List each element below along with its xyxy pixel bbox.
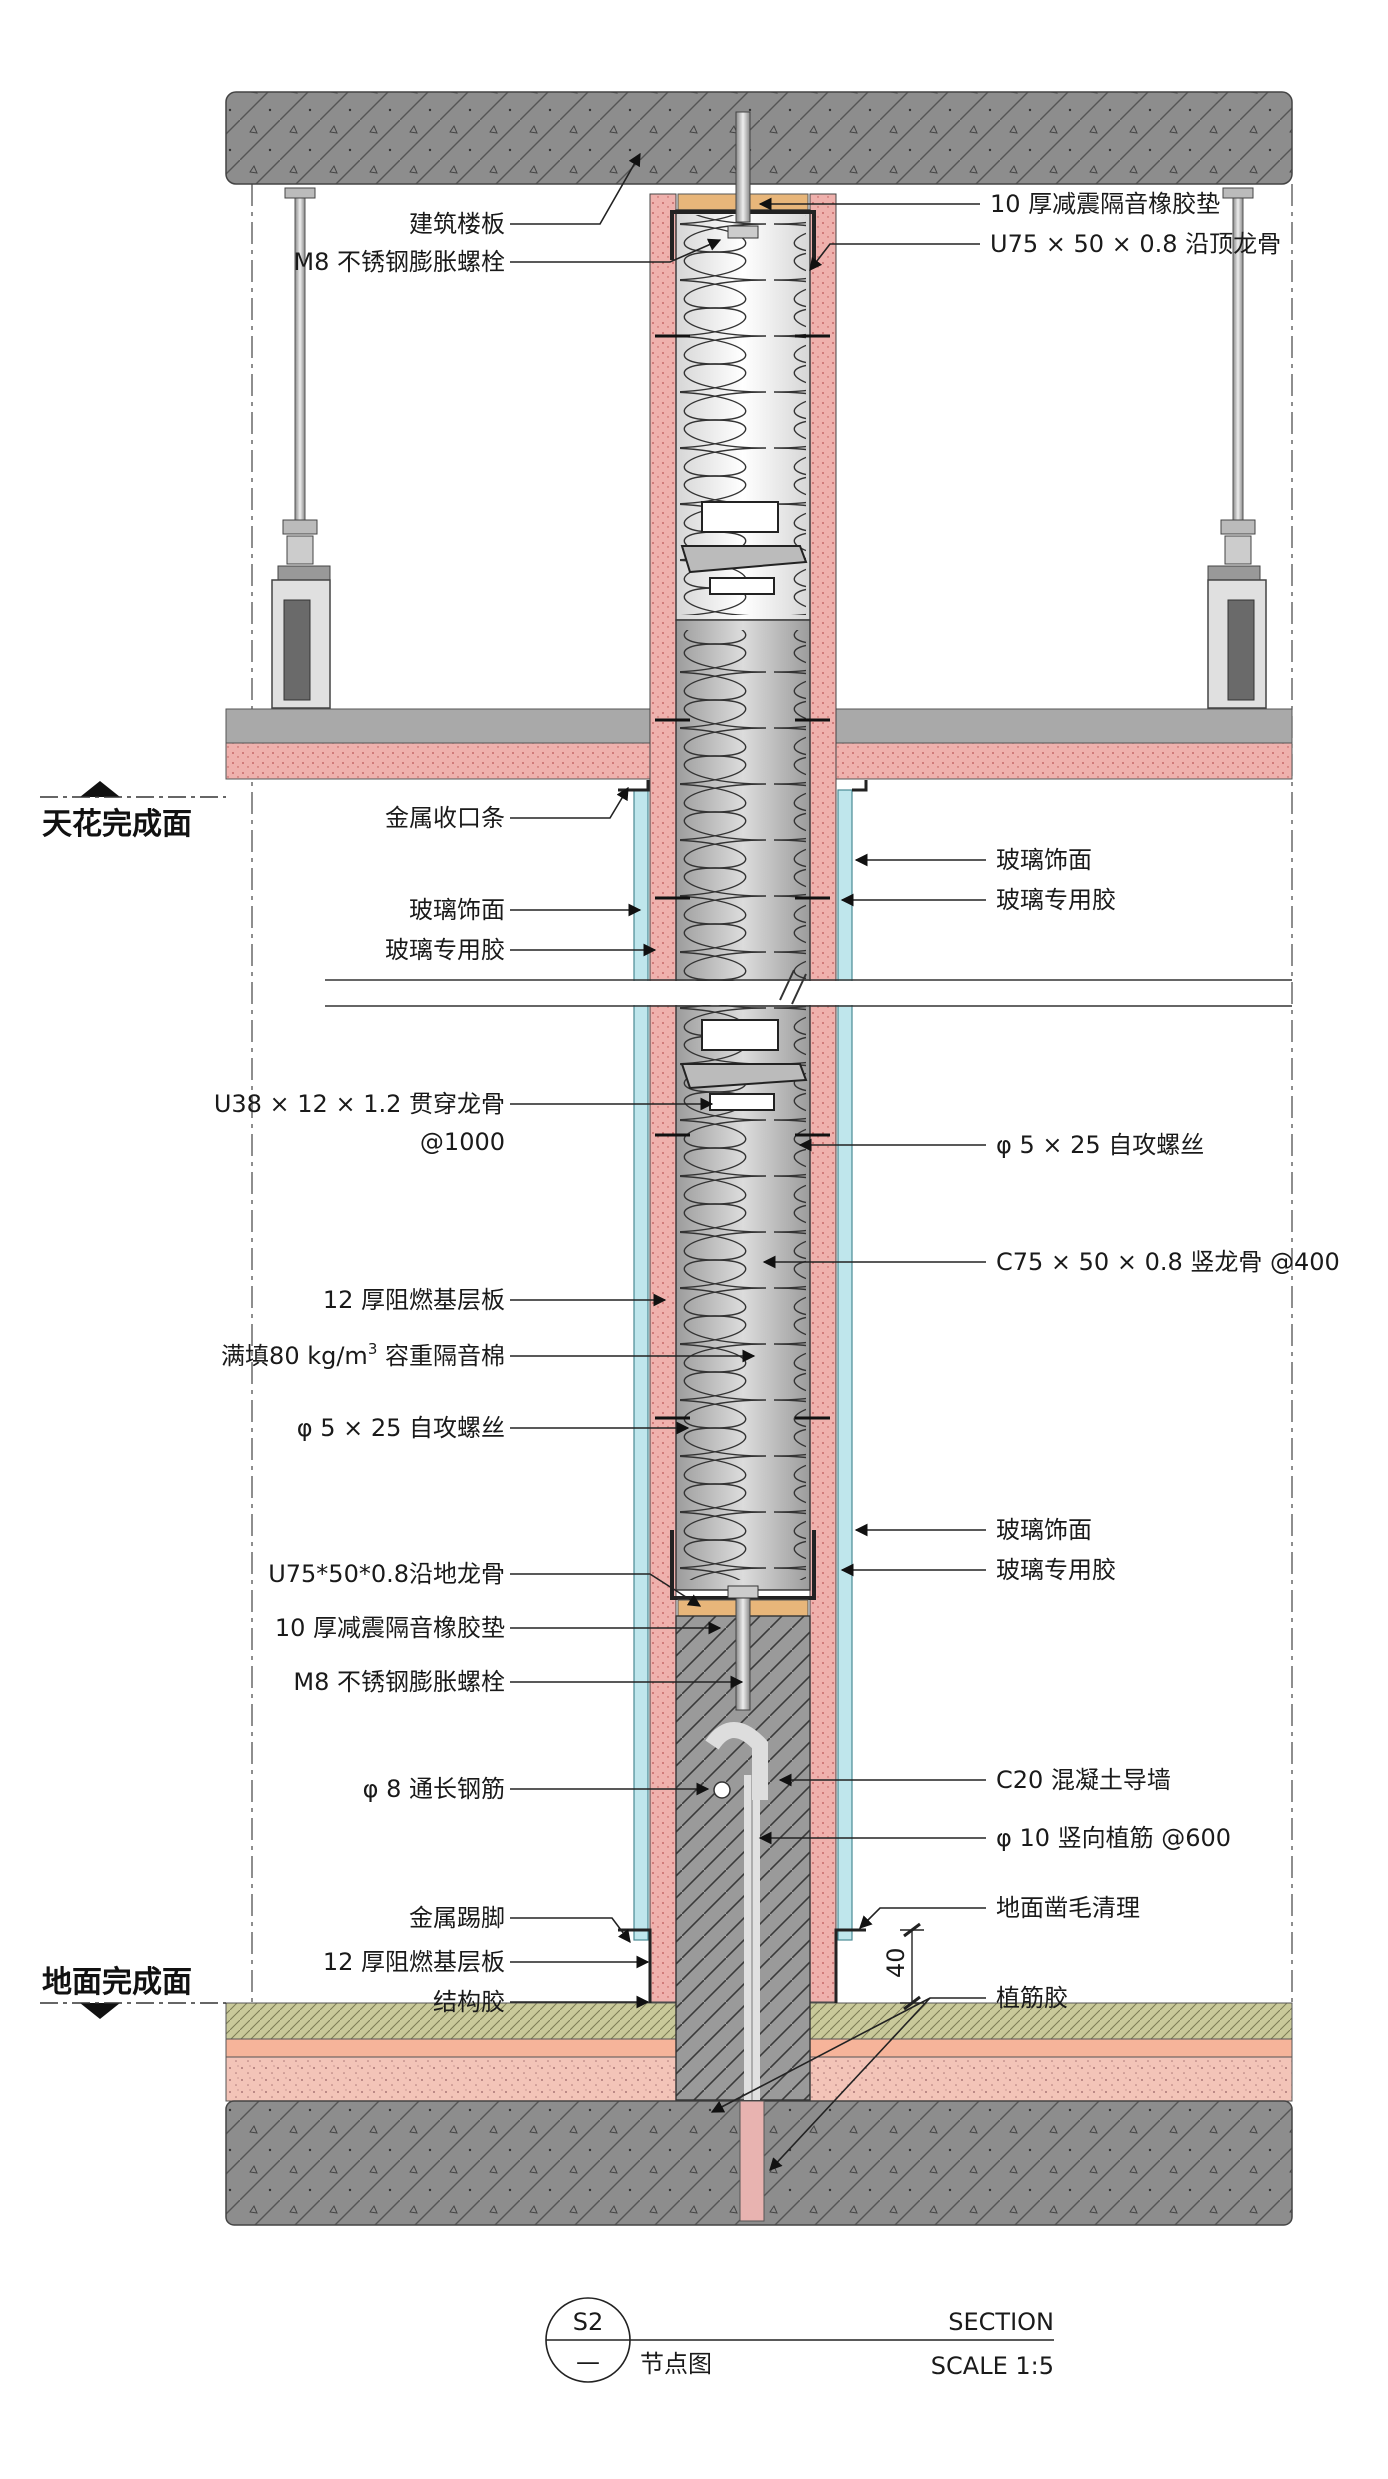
partition-wall bbox=[325, 111, 1292, 2222]
floor-finish-mark bbox=[40, 2002, 226, 2019]
leader-lines bbox=[510, 152, 986, 2171]
label-fr-board-left: 12 厚阻燃基层板 bbox=[323, 1286, 505, 1314]
label-m8-bolt-bottom: M8 不锈钢膨胀螺栓 bbox=[293, 1668, 505, 1696]
label-glass-finish-r2: 玻璃饰面 bbox=[996, 1516, 1092, 1544]
ceiling-finish-mark bbox=[40, 781, 226, 798]
building-slab bbox=[225, 91, 1293, 185]
label-top-track: U75 × 50 × 0.8 沿顶龙骨 bbox=[990, 230, 1281, 258]
ceiling-hangers bbox=[271, 187, 1267, 709]
label-metal-skirting: 金属踢脚 bbox=[409, 1904, 505, 1932]
label-rebar-8: φ 8 通长钢筋 bbox=[363, 1775, 505, 1803]
labels: 建筑楼板 M8 不锈钢膨胀螺栓 10 厚减震隔音橡胶垫 U75 × 50 × 0… bbox=[42, 190, 1340, 2016]
label-m8-bolt-top: M8 不锈钢膨胀螺栓 bbox=[293, 248, 505, 276]
label-rebar-glue: 植筋胶 bbox=[996, 1984, 1068, 2012]
label-rubber-pad-bottom: 10 厚减震隔音橡胶垫 bbox=[275, 1614, 505, 1642]
label-ceiling-finish: 天花完成面 bbox=[42, 807, 192, 842]
label-dim-40: 40 bbox=[882, 1947, 910, 1978]
ceiling-board bbox=[225, 708, 1293, 780]
title-scale: SCALE 1:5 bbox=[931, 2352, 1054, 2380]
label-glass-glue-l1: 玻璃专用胶 bbox=[385, 936, 505, 964]
label-floor-finish: 地面完成面 bbox=[42, 1965, 192, 2000]
label-screw-left: φ 5 × 25 自攻螺丝 bbox=[297, 1414, 505, 1442]
label-glass-glue-r2: 玻璃专用胶 bbox=[996, 1556, 1116, 1584]
label-bottom-track: U75*50*0.8沿地龙骨 bbox=[268, 1560, 505, 1588]
title-id: S2 bbox=[573, 2308, 604, 2336]
label-c75-stud: C75 × 50 × 0.8 竖龙骨 @400 bbox=[996, 1248, 1340, 1276]
label-glass-finish-l1: 玻璃饰面 bbox=[409, 896, 505, 924]
label-screw-right: φ 5 × 25 自攻螺丝 bbox=[996, 1131, 1204, 1159]
title-section: SECTION bbox=[948, 2308, 1054, 2336]
title-sub: — bbox=[576, 2348, 600, 2376]
label-u38-keel: U38 × 12 × 1.2 贯穿龙骨 bbox=[214, 1090, 505, 1118]
label-floor-chisel: 地面凿毛清理 bbox=[996, 1894, 1140, 1922]
title-block: S2 — 节点图 SECTION SCALE 1:5 bbox=[545, 2297, 1054, 2383]
label-glass-finish-r1: 玻璃饰面 bbox=[996, 846, 1092, 874]
label-c20-wall: C20 混凝土导墙 bbox=[996, 1766, 1171, 1794]
label-u38-spacing: @1000 bbox=[420, 1128, 505, 1156]
label-glass-glue-r1: 玻璃专用胶 bbox=[996, 886, 1116, 914]
label-building-slab: 建筑楼板 bbox=[409, 210, 505, 238]
label-metal-trim: 金属收口条 bbox=[385, 804, 505, 832]
label-acoustic-wool: 满填80 kg/m3 容重隔音棉 bbox=[221, 1340, 505, 1370]
title-name: 节点图 bbox=[640, 2350, 712, 2378]
label-rubber-pad-top: 10 厚减震隔音橡胶垫 bbox=[990, 190, 1220, 218]
label-fr-board-left-2: 12 厚阻燃基层板 bbox=[323, 1948, 505, 1976]
label-struct-glue: 结构胶 bbox=[433, 1988, 505, 2016]
label-rebar-10: φ 10 竖向植筋 @600 bbox=[996, 1824, 1231, 1852]
